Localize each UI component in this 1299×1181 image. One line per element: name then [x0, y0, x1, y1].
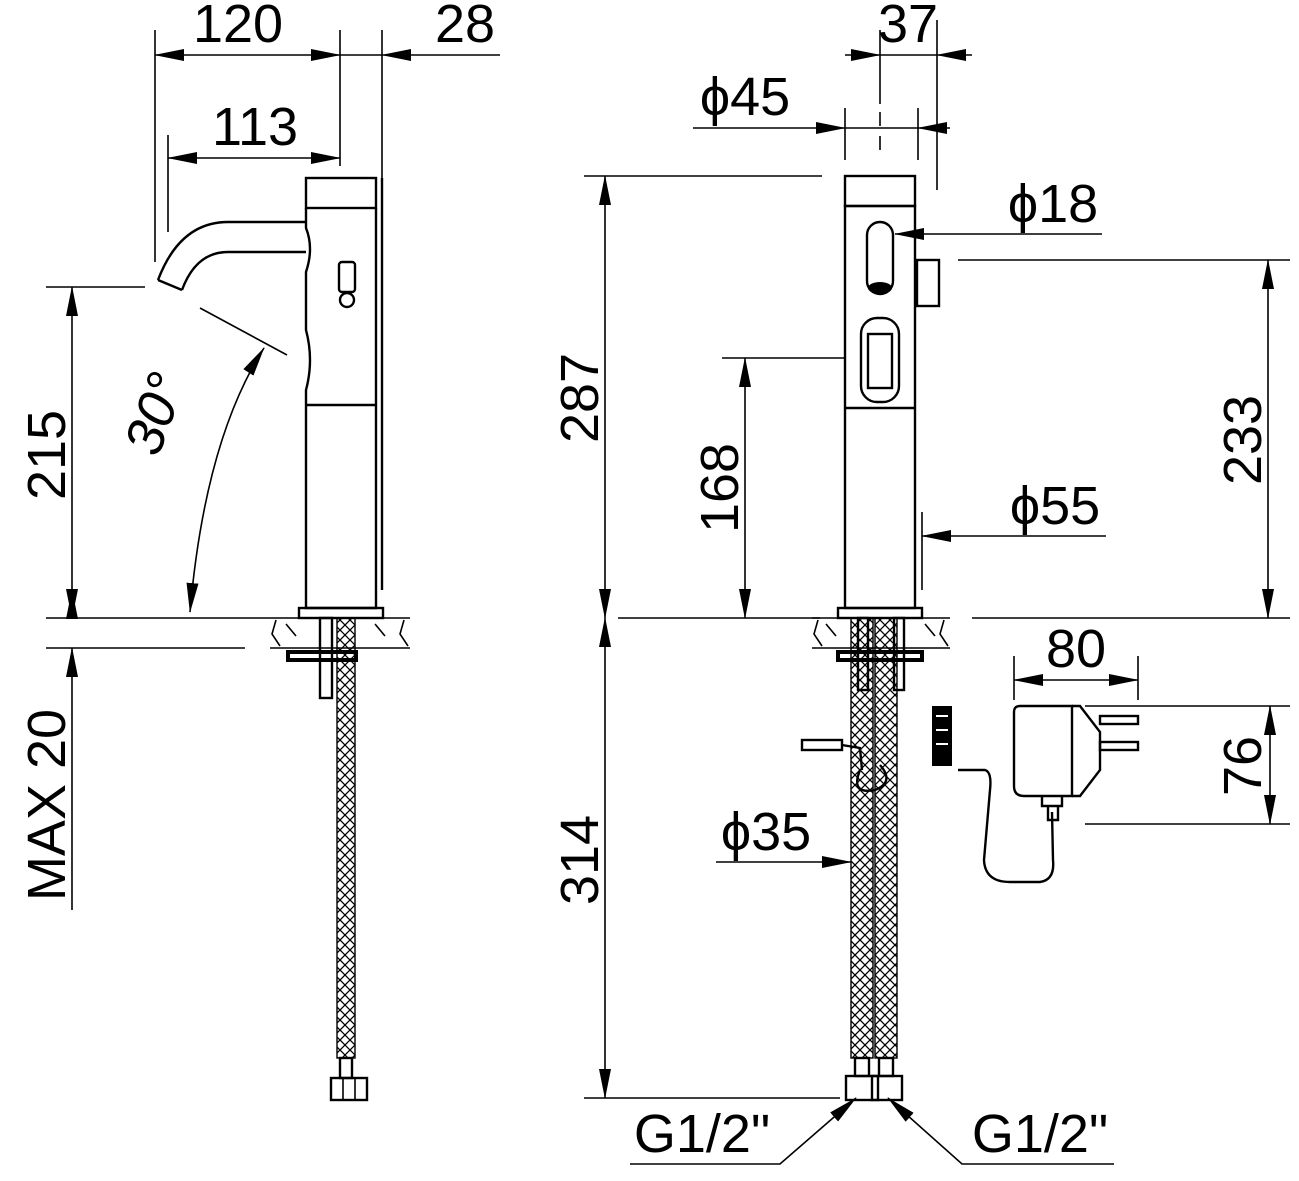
dim-label-314: 314	[550, 815, 610, 905]
dim-287: 287	[550, 175, 822, 619]
dim-label-30: 30°	[113, 365, 197, 462]
dim-label-phi-55: ϕ55	[1010, 476, 1100, 536]
thread-callout-right: G1/2"	[887, 1097, 1114, 1165]
dim-30-degrees: 30°	[113, 307, 288, 613]
thread-callout-left: G1/2"	[630, 1097, 857, 1165]
dim-label-168: 168	[690, 443, 750, 533]
dim-label-28: 28	[435, 0, 495, 54]
counter-section-right	[618, 617, 1290, 649]
dim-label-phi-18: ϕ18	[1008, 174, 1098, 234]
dim-label-max-20: MAX 20	[17, 709, 77, 901]
dim-phi-45: ϕ45	[693, 67, 950, 160]
dim-label-113: 113	[212, 97, 298, 157]
dim-label-233: 233	[1213, 395, 1273, 485]
dim-168: 168	[690, 357, 845, 619]
thread-label-left: G1/2"	[634, 1104, 770, 1164]
dim-label-120: 120	[193, 0, 283, 54]
dim-113: 113	[167, 97, 341, 232]
front-view: 37 ϕ45 ϕ18 287 168	[550, 0, 1290, 1165]
dim-215: 215	[17, 286, 145, 619]
thread-label-right: G1/2"	[972, 1104, 1108, 1164]
dim-label-215: 215	[17, 410, 77, 500]
dim-phi-55: ϕ55	[921, 476, 1106, 590]
dim-label-287: 287	[550, 353, 610, 443]
dim-37: 37	[845, 0, 972, 190]
dim-76: 76	[1085, 705, 1290, 825]
mounting-hardware-left	[286, 616, 369, 1102]
dim-28: 28	[340, 0, 500, 178]
dim-314: 314	[550, 617, 840, 1099]
dim-phi-35: ϕ35	[716, 802, 852, 868]
dim-label-phi-45: ϕ45	[700, 67, 790, 127]
faucet-body-front	[836, 174, 941, 620]
dim-max-20: MAX 20	[17, 589, 78, 910]
side-view: 120 28 113 215 30°	[17, 0, 500, 1102]
dim-label-80: 80	[1046, 619, 1106, 679]
mounting-hardware-right	[800, 616, 924, 1102]
dim-phi-18: ϕ18	[894, 174, 1102, 240]
dim-label-37: 37	[878, 0, 938, 54]
dim-label-76: 76	[1213, 736, 1273, 796]
power-adapter	[932, 704, 1140, 884]
dim-120: 120	[154, 0, 341, 262]
dim-80: 80	[1013, 619, 1139, 700]
dim-label-phi-35: ϕ35	[721, 802, 811, 862]
dim-233: 233	[958, 259, 1290, 619]
